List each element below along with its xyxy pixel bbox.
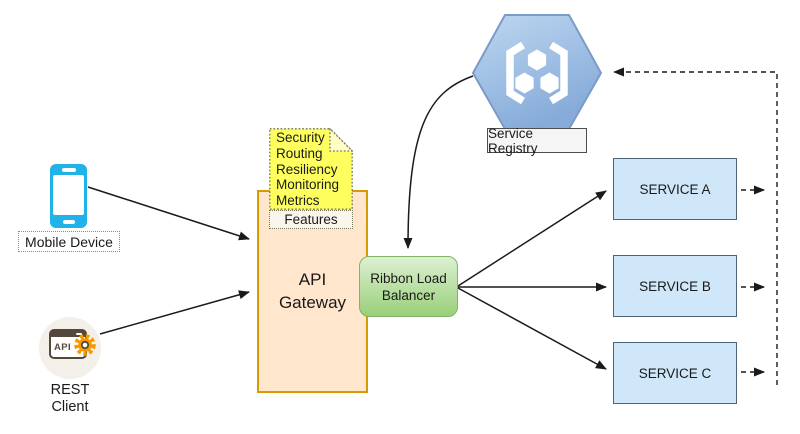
- registry-glyph-hex-top: [527, 49, 547, 71]
- rest-client-icon: API: [39, 317, 101, 379]
- arrow-mobile-to-gateway: [87, 186, 250, 241]
- load-balancer-label-line2: Balancer: [381, 287, 436, 303]
- features-caption: Features: [269, 210, 353, 229]
- ribbon-load-balancer-node: Ribbon Load Balancer: [359, 256, 458, 317]
- service-registry-label: Service Registry: [487, 126, 587, 156]
- features-note: Security Routing Resiliency Monitoring M…: [269, 127, 354, 210]
- registry-glyph-hex-right: [540, 72, 559, 94]
- load-balancer-label-line1: Ribbon Load: [370, 270, 447, 286]
- feature-item: Monitoring: [276, 177, 340, 193]
- mobile-device-label: Mobile Device: [18, 231, 120, 252]
- api-window-titlebar: [51, 331, 85, 337]
- gear-icon: [74, 334, 96, 356]
- phone-speaker: [61, 168, 76, 172]
- rest-client-label-line2: Client: [51, 399, 89, 415]
- service-a-node: SERVICE A: [613, 158, 737, 220]
- api-gateway-label-line1: API: [298, 270, 327, 289]
- arrow-loadbalancer-to-service-a: [457, 190, 607, 287]
- arrow-loadbalancer-to-service-c: [457, 287, 607, 370]
- feature-item: Security: [276, 130, 325, 145]
- phone-screen: [53, 175, 84, 215]
- registry-glyph-right-bracket: [549, 41, 568, 105]
- sticky-note-shape: [269, 127, 354, 210]
- mobile-device-icon: [50, 164, 87, 228]
- dashed-bus-to-registry: [613, 67, 778, 385]
- api-window-menu-dash: [76, 333, 82, 335]
- service-b-node: SERVICE B: [613, 255, 737, 317]
- registry-glyph-hex-left: [515, 72, 534, 94]
- service-c-node: SERVICE C: [613, 342, 737, 404]
- phone-home-button: [62, 220, 75, 224]
- feature-item: Metrics: [276, 193, 320, 209]
- feature-item: Resiliency: [276, 161, 338, 177]
- rest-client-label: REST Client: [30, 382, 110, 416]
- arrow-registry-to-loadbalancer: [403, 75, 474, 249]
- rest-client-label-line1: REST: [50, 382, 90, 398]
- feature-item: Routing: [276, 145, 323, 161]
- api-window-text: API: [54, 342, 72, 353]
- arrow-rest-to-gateway: [99, 290, 250, 335]
- registry-glyph-left-bracket: [506, 41, 525, 105]
- service-registry-icon: [472, 14, 602, 130]
- api-gateway-label-line2: Gateway: [278, 292, 347, 312]
